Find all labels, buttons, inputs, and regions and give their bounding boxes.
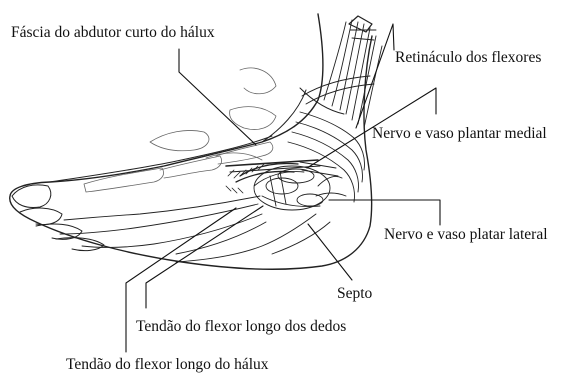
- label-fascia-abdutor-curto-halux: Fáscia do abdutor curto do hálux: [11, 24, 215, 42]
- neurovascular-bundle: [226, 160, 346, 210]
- leg-tendons: [324, 16, 382, 128]
- label-tendao-flexor-longo-dedos: Tendão do flexor longo dos dedos: [136, 318, 346, 336]
- label-nervo-vaso-plantar-lateral: Nervo e vaso platar lateral: [384, 226, 548, 244]
- leader-nervo-lateral: [329, 200, 440, 225]
- bones: [84, 68, 276, 192]
- label-retinaculo-flexores: Retináculo dos flexores: [395, 49, 541, 67]
- label-tendao-flexor-longo-halux: Tendão do flexor longo do hálux: [66, 356, 269, 374]
- dorsal-contour: [50, 88, 344, 182]
- plantar-tendons: [60, 196, 330, 262]
- foot-outline: [10, 14, 372, 269]
- leader-septo: [308, 224, 352, 280]
- label-nervo-vaso-plantar-medial: Nervo e vaso plantar medial: [372, 125, 547, 143]
- label-septo: Septo: [337, 285, 372, 303]
